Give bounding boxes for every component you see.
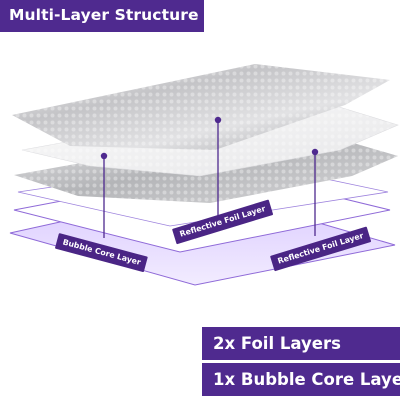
bubble-layer-count-badge: 1x Bubble Core Layer [202, 363, 400, 396]
foil-layer-count-badge: 2x Foil Layers [202, 327, 400, 360]
page-title: Multi-Layer Structure [9, 6, 199, 24]
callout-pointers [100, 116, 319, 238]
title-banner: Multi-Layer Structure [0, 0, 204, 32]
